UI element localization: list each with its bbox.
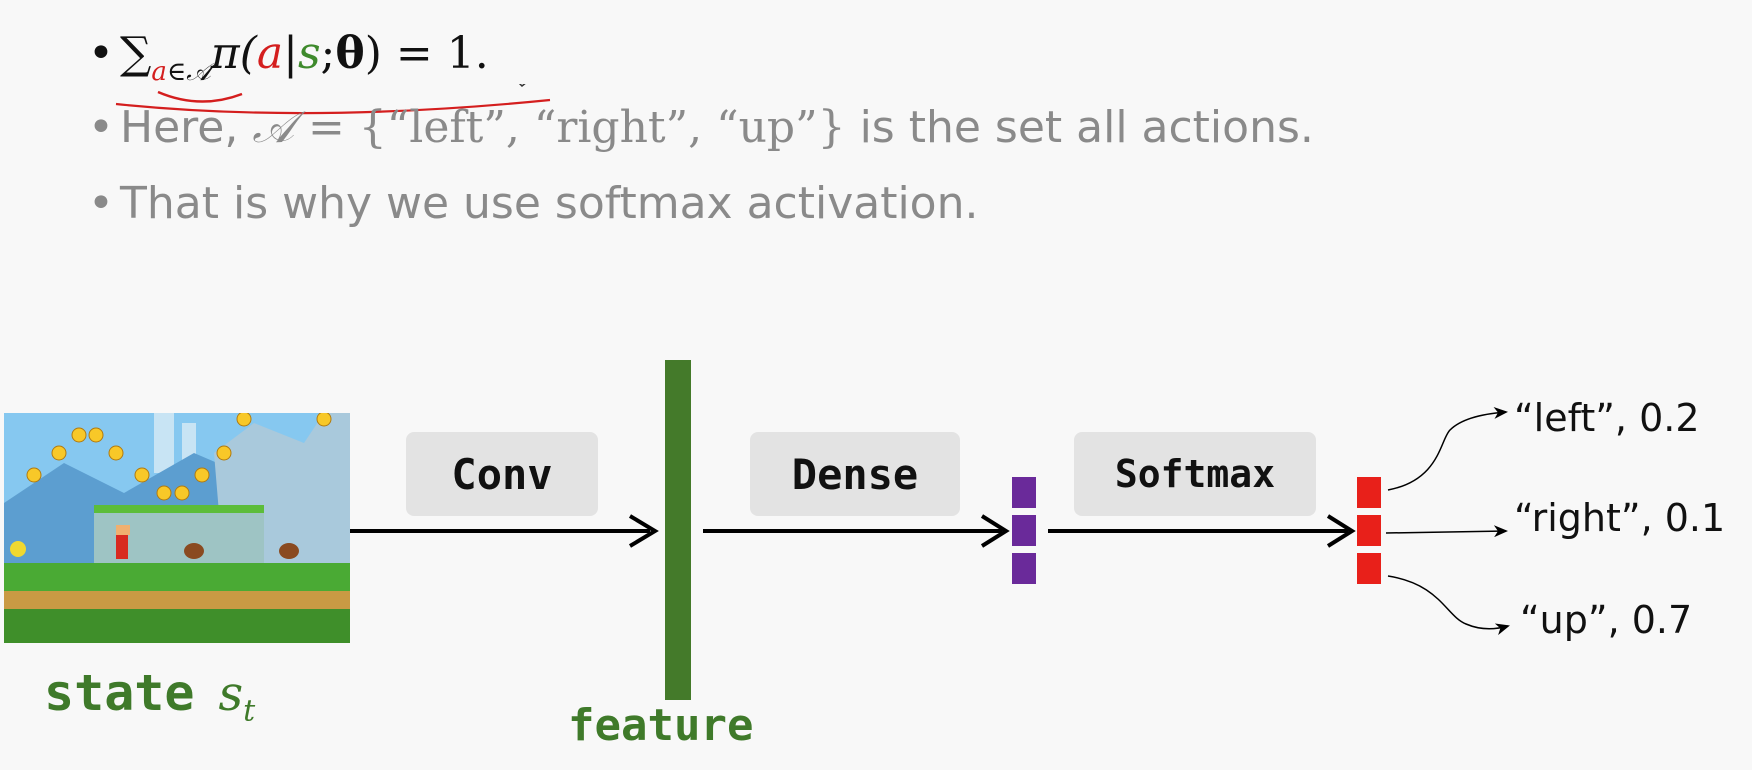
conv-label: Conv	[451, 449, 553, 499]
state-variable: st	[218, 666, 256, 729]
softmax-layer-box: Softmax	[1074, 432, 1316, 516]
sum-subscript: a∈𝒜	[151, 57, 210, 87]
state-var-s: s	[218, 666, 244, 722]
bullet-softmax-reason: •That is why we use softmax activation.	[88, 182, 978, 226]
dense-label: Dense	[791, 449, 919, 499]
dense-output-cell-1	[1012, 477, 1036, 508]
arrow-softmax	[1048, 514, 1356, 548]
b2-suffix: is the set all actions.	[845, 102, 1314, 153]
var-theta: θ	[335, 28, 365, 79]
b2-prefix: Here,	[120, 102, 253, 153]
dense-output-cell-3	[1012, 553, 1036, 584]
sub-in: ∈	[166, 57, 187, 87]
equation-rest: ) = 1.	[364, 28, 489, 79]
pi-symbol: π(	[210, 28, 257, 79]
state-var-sub: t	[243, 693, 256, 729]
softmax-output-cell-1	[1357, 477, 1381, 508]
b3-text: That is why we use softmax activation.	[120, 178, 979, 229]
bullet-sum-equation: •∑a∈𝒜π(a|s;θ) = 1.	[88, 28, 489, 86]
arrow-conv	[350, 514, 659, 548]
bullet-dot: •	[88, 178, 114, 229]
sum-symbol: ∑	[120, 28, 152, 79]
bullet-dot: •	[88, 28, 114, 79]
b2-set: = {“left”, “right”, “up”}	[293, 102, 846, 153]
red-underline-annotation	[115, 84, 551, 115]
feature-label: feature	[568, 700, 754, 751]
bar: |	[283, 28, 298, 79]
dense-output-cell-2	[1012, 515, 1036, 546]
conv-layer-box: Conv	[406, 432, 598, 516]
dense-layer-box: Dense	[750, 432, 960, 516]
arrow-dense	[703, 514, 1010, 548]
output-up-label: “up”, 0.7	[1520, 598, 1693, 642]
var-s: s	[297, 28, 321, 79]
feature-vector-bar	[665, 360, 691, 700]
output-right-label: “right”, 0.1	[1514, 496, 1726, 540]
bullet-dot: •	[88, 102, 114, 153]
sub-set: 𝒜	[186, 57, 211, 87]
semicolon: ;	[320, 28, 336, 79]
arrow-out-left	[1387, 406, 1508, 491]
softmax-output-cell-3	[1357, 553, 1381, 584]
softmax-label: Softmax	[1114, 452, 1276, 496]
game-state-image	[4, 413, 350, 643]
var-a: a	[256, 28, 284, 79]
b2-set-symbol: 𝒜	[252, 102, 294, 153]
state-word: state	[44, 664, 195, 722]
softmax-output-cell-2	[1357, 515, 1381, 546]
output-left-label: “left”, 0.2	[1514, 396, 1700, 440]
sub-a: a	[151, 57, 167, 87]
arrow-out-up	[1387, 575, 1510, 636]
bullet-action-set: •Here, 𝒜 = {“left”, “right”, “up”} is th…	[88, 106, 1314, 150]
arrow-out-right	[1385, 525, 1508, 538]
